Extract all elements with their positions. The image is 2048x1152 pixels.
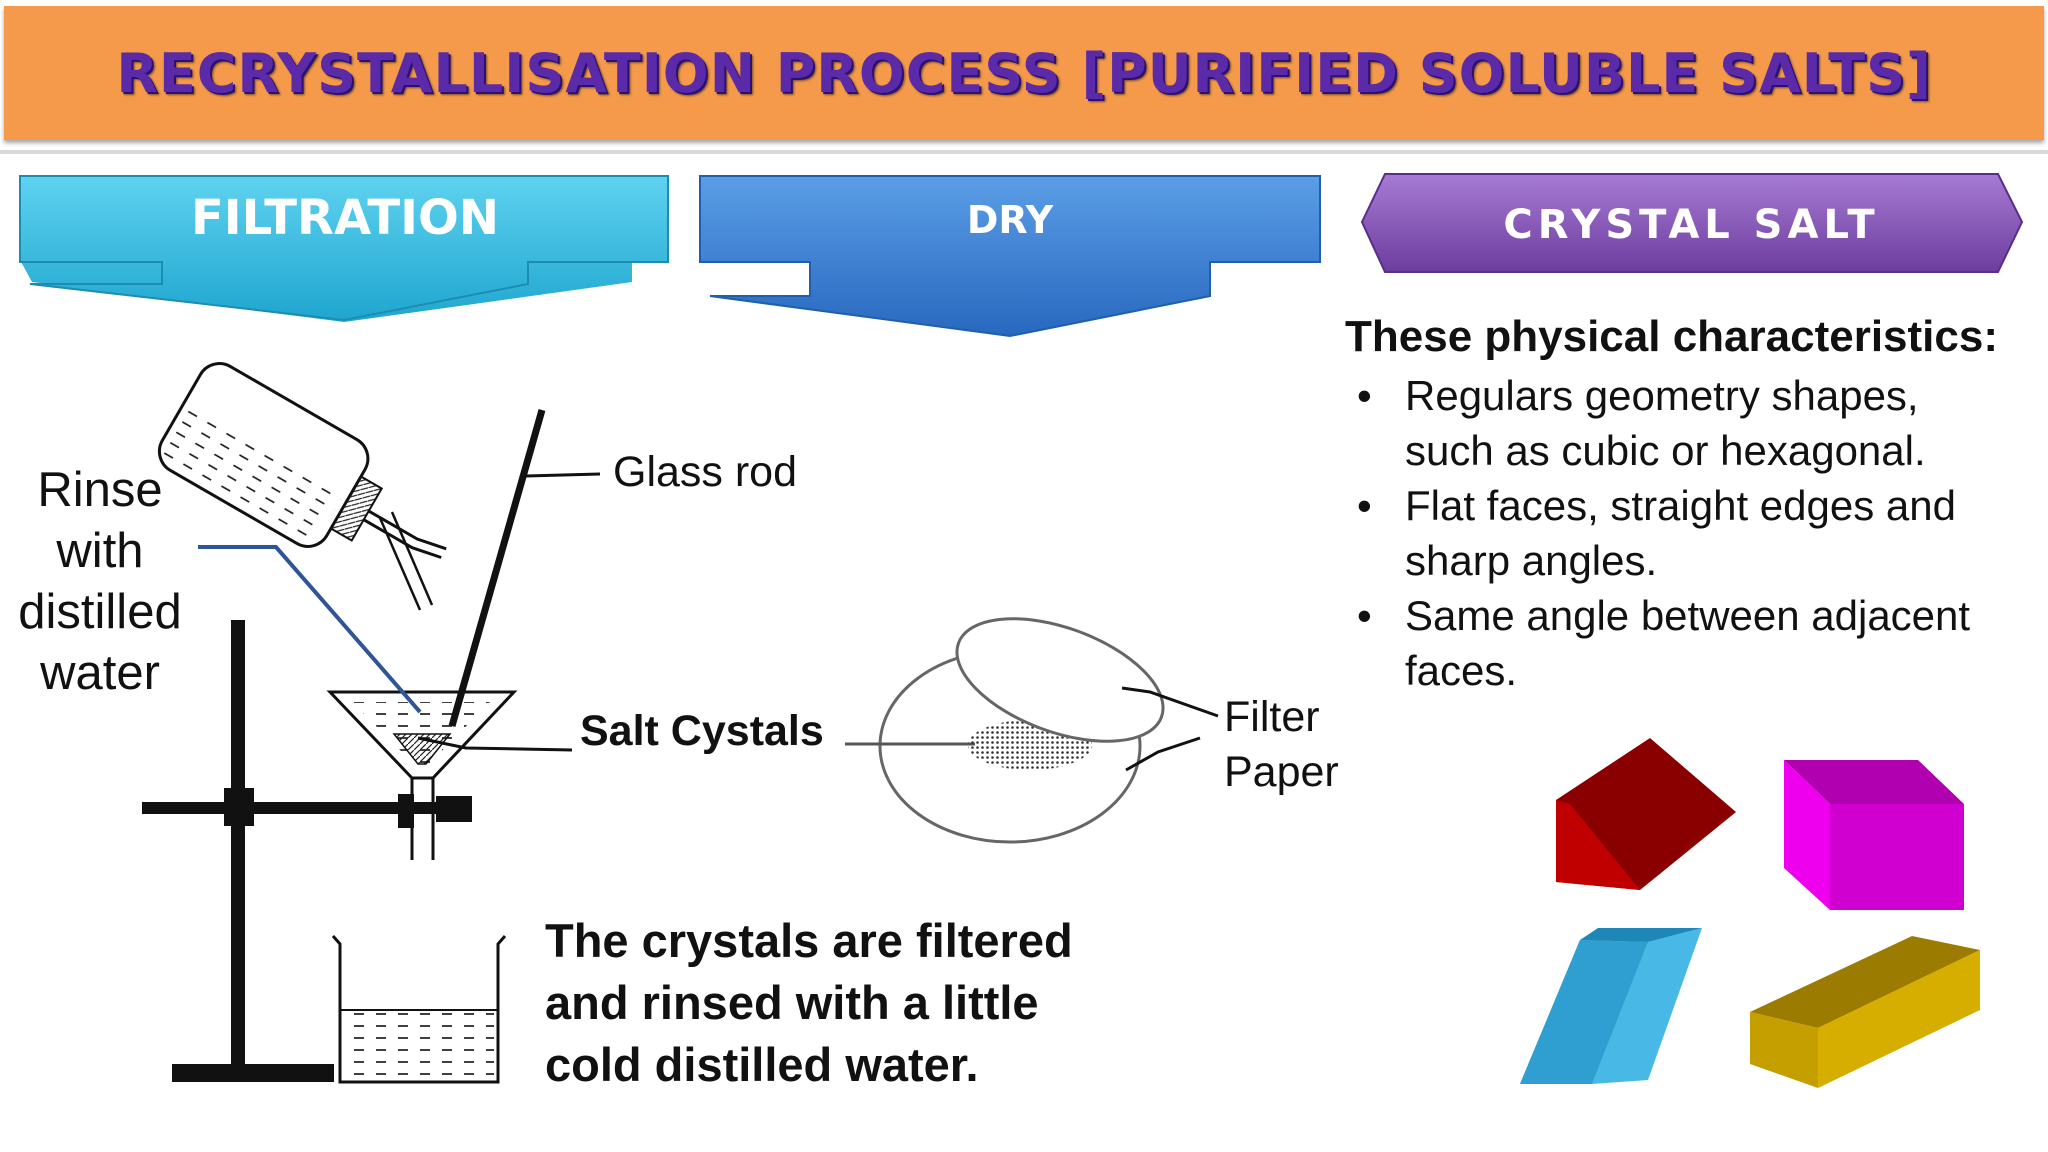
title-banner: RECRYSTALLISATION PROCESS [PURIFIED SOLU…: [4, 6, 2044, 140]
list-item-line: faces.: [1405, 647, 1518, 694]
filter-paper-label: Filter Paper: [1224, 690, 1339, 800]
filtration-caption: The crystals are filtered and rinsed wit…: [545, 910, 1073, 1096]
crystal-salt-step-arrow: [1360, 173, 2024, 273]
filter-funnel: [326, 690, 518, 860]
list-item: • Flat faces, straight edges and sharp a…: [1345, 478, 2045, 588]
salt-crystals-pointer-line: [417, 736, 573, 752]
glass-rod: [448, 409, 601, 727]
crystal-salt-step-label: CRYSTAL SALT: [1503, 202, 1880, 248]
rinse-label: Rinse with distilled water: [18, 463, 182, 700]
caption-line: and rinsed with a little: [545, 976, 1039, 1029]
crystal-shape-blue: [1520, 928, 1702, 1084]
bullet-icon: •: [1357, 592, 1372, 639]
wash-bottle: [157, 362, 447, 611]
list-item-line: such as cubic or hexagonal.: [1405, 427, 1926, 474]
dry-step-arrow: [699, 175, 1321, 338]
filter-paper-illustration: [845, 617, 1219, 844]
crystal-shape-magenta: [1784, 760, 1964, 910]
rinse-pointer-line: [198, 545, 422, 714]
filter-paper-label-line: Paper: [1224, 748, 1339, 796]
list-item: • Same angle between adjacent faces.: [1345, 588, 2045, 698]
page-title: RECRYSTALLISATION PROCESS [PURIFIED SOLU…: [116, 41, 1932, 105]
filtration-step-label: FILTRATION: [191, 190, 499, 246]
caption-line: The crystals are filtered: [545, 914, 1073, 967]
header-divider: [0, 150, 2048, 154]
list-item-line: Regulars geometry shapes,: [1405, 372, 1919, 419]
list-item-line: sharp angles.: [1405, 537, 1658, 584]
bullet-icon: •: [1357, 372, 1372, 419]
bullet-icon: •: [1357, 482, 1372, 529]
list-item-line: Flat faces, straight edges and: [1405, 482, 1956, 529]
beaker: [331, 935, 507, 1084]
retort-stand: [142, 620, 472, 1082]
filter-paper-label-line: Filter: [1224, 693, 1320, 741]
glass-rod-label: Glass rod: [613, 448, 798, 496]
salt-crystals-label: Salt Cystals: [580, 707, 824, 755]
crystal-shape-red: [1556, 738, 1736, 890]
caption-line: cold distilled water.: [545, 1038, 979, 1091]
filtration-step-arrow: [19, 175, 669, 322]
crystal-shape-yellow: [1750, 936, 1980, 1088]
characteristics-list: • Regulars geometry shapes, such as cubi…: [1345, 368, 2045, 698]
characteristics-heading: These physical characteristics:: [1345, 312, 1998, 361]
list-item-line: Same angle between adjacent: [1405, 592, 1971, 639]
dry-step-label: DRY: [966, 198, 1054, 242]
list-item: • Regulars geometry shapes, such as cubi…: [1345, 368, 2045, 478]
